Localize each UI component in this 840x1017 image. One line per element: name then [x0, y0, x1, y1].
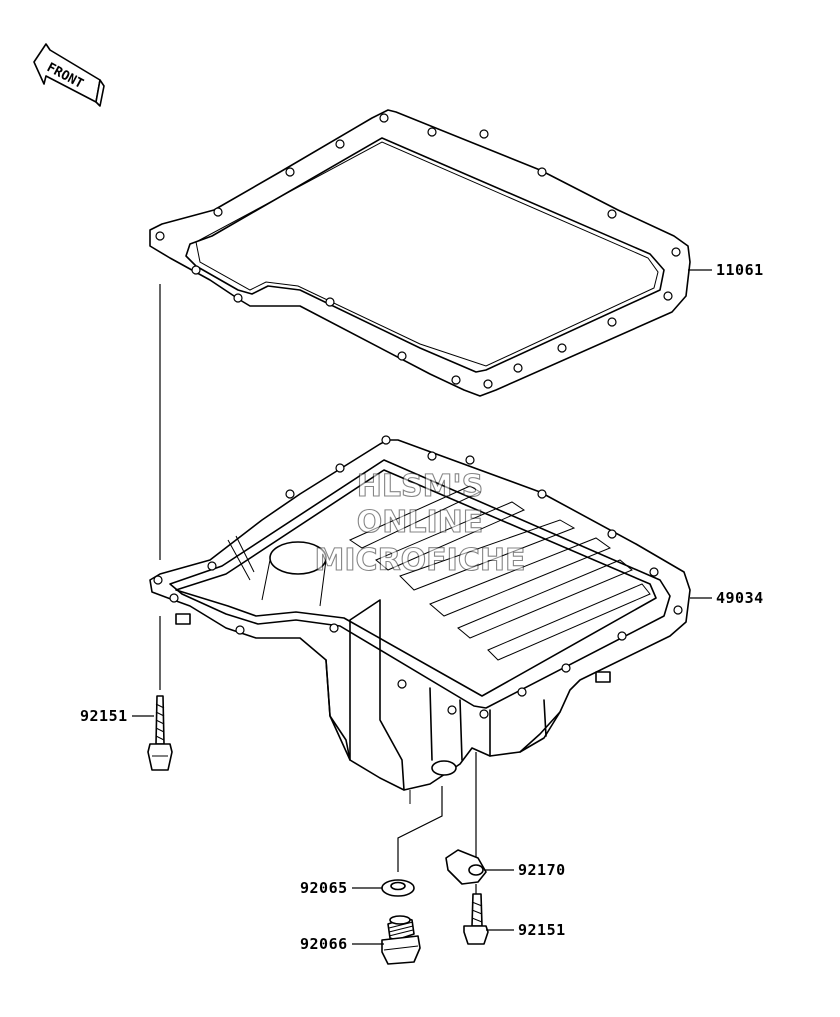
drain-washer[interactable] — [381, 786, 443, 897]
watermark-line-3: MICROFICHE — [315, 543, 526, 578]
drain-plug[interactable] — [381, 915, 421, 965]
bolt-bottom[interactable] — [463, 884, 489, 945]
oil-pan-clamp[interactable] — [445, 752, 487, 885]
front-arrow-icon: FRONT — [33, 43, 105, 107]
watermark: HLSM'S ONLINE MICROFICHE — [314, 468, 526, 578]
watermark-line-2: ONLINE — [357, 505, 484, 540]
part-number-label: 92151 — [518, 921, 566, 939]
part-number-label: 92170 — [518, 861, 566, 879]
watermark-line-1: HLSM'S — [357, 469, 483, 504]
part-number-label: 92151 — [80, 707, 128, 725]
part-number-label: 92065 — [300, 879, 348, 897]
part-number-label: 11061 — [716, 261, 764, 279]
oil-pan[interactable] — [149, 435, 691, 804]
part-number-label: 92066 — [300, 935, 348, 953]
bolt-left[interactable] — [147, 284, 173, 771]
oil-pan-gasket[interactable] — [149, 109, 691, 397]
part-number-label: 49034 — [716, 589, 764, 607]
